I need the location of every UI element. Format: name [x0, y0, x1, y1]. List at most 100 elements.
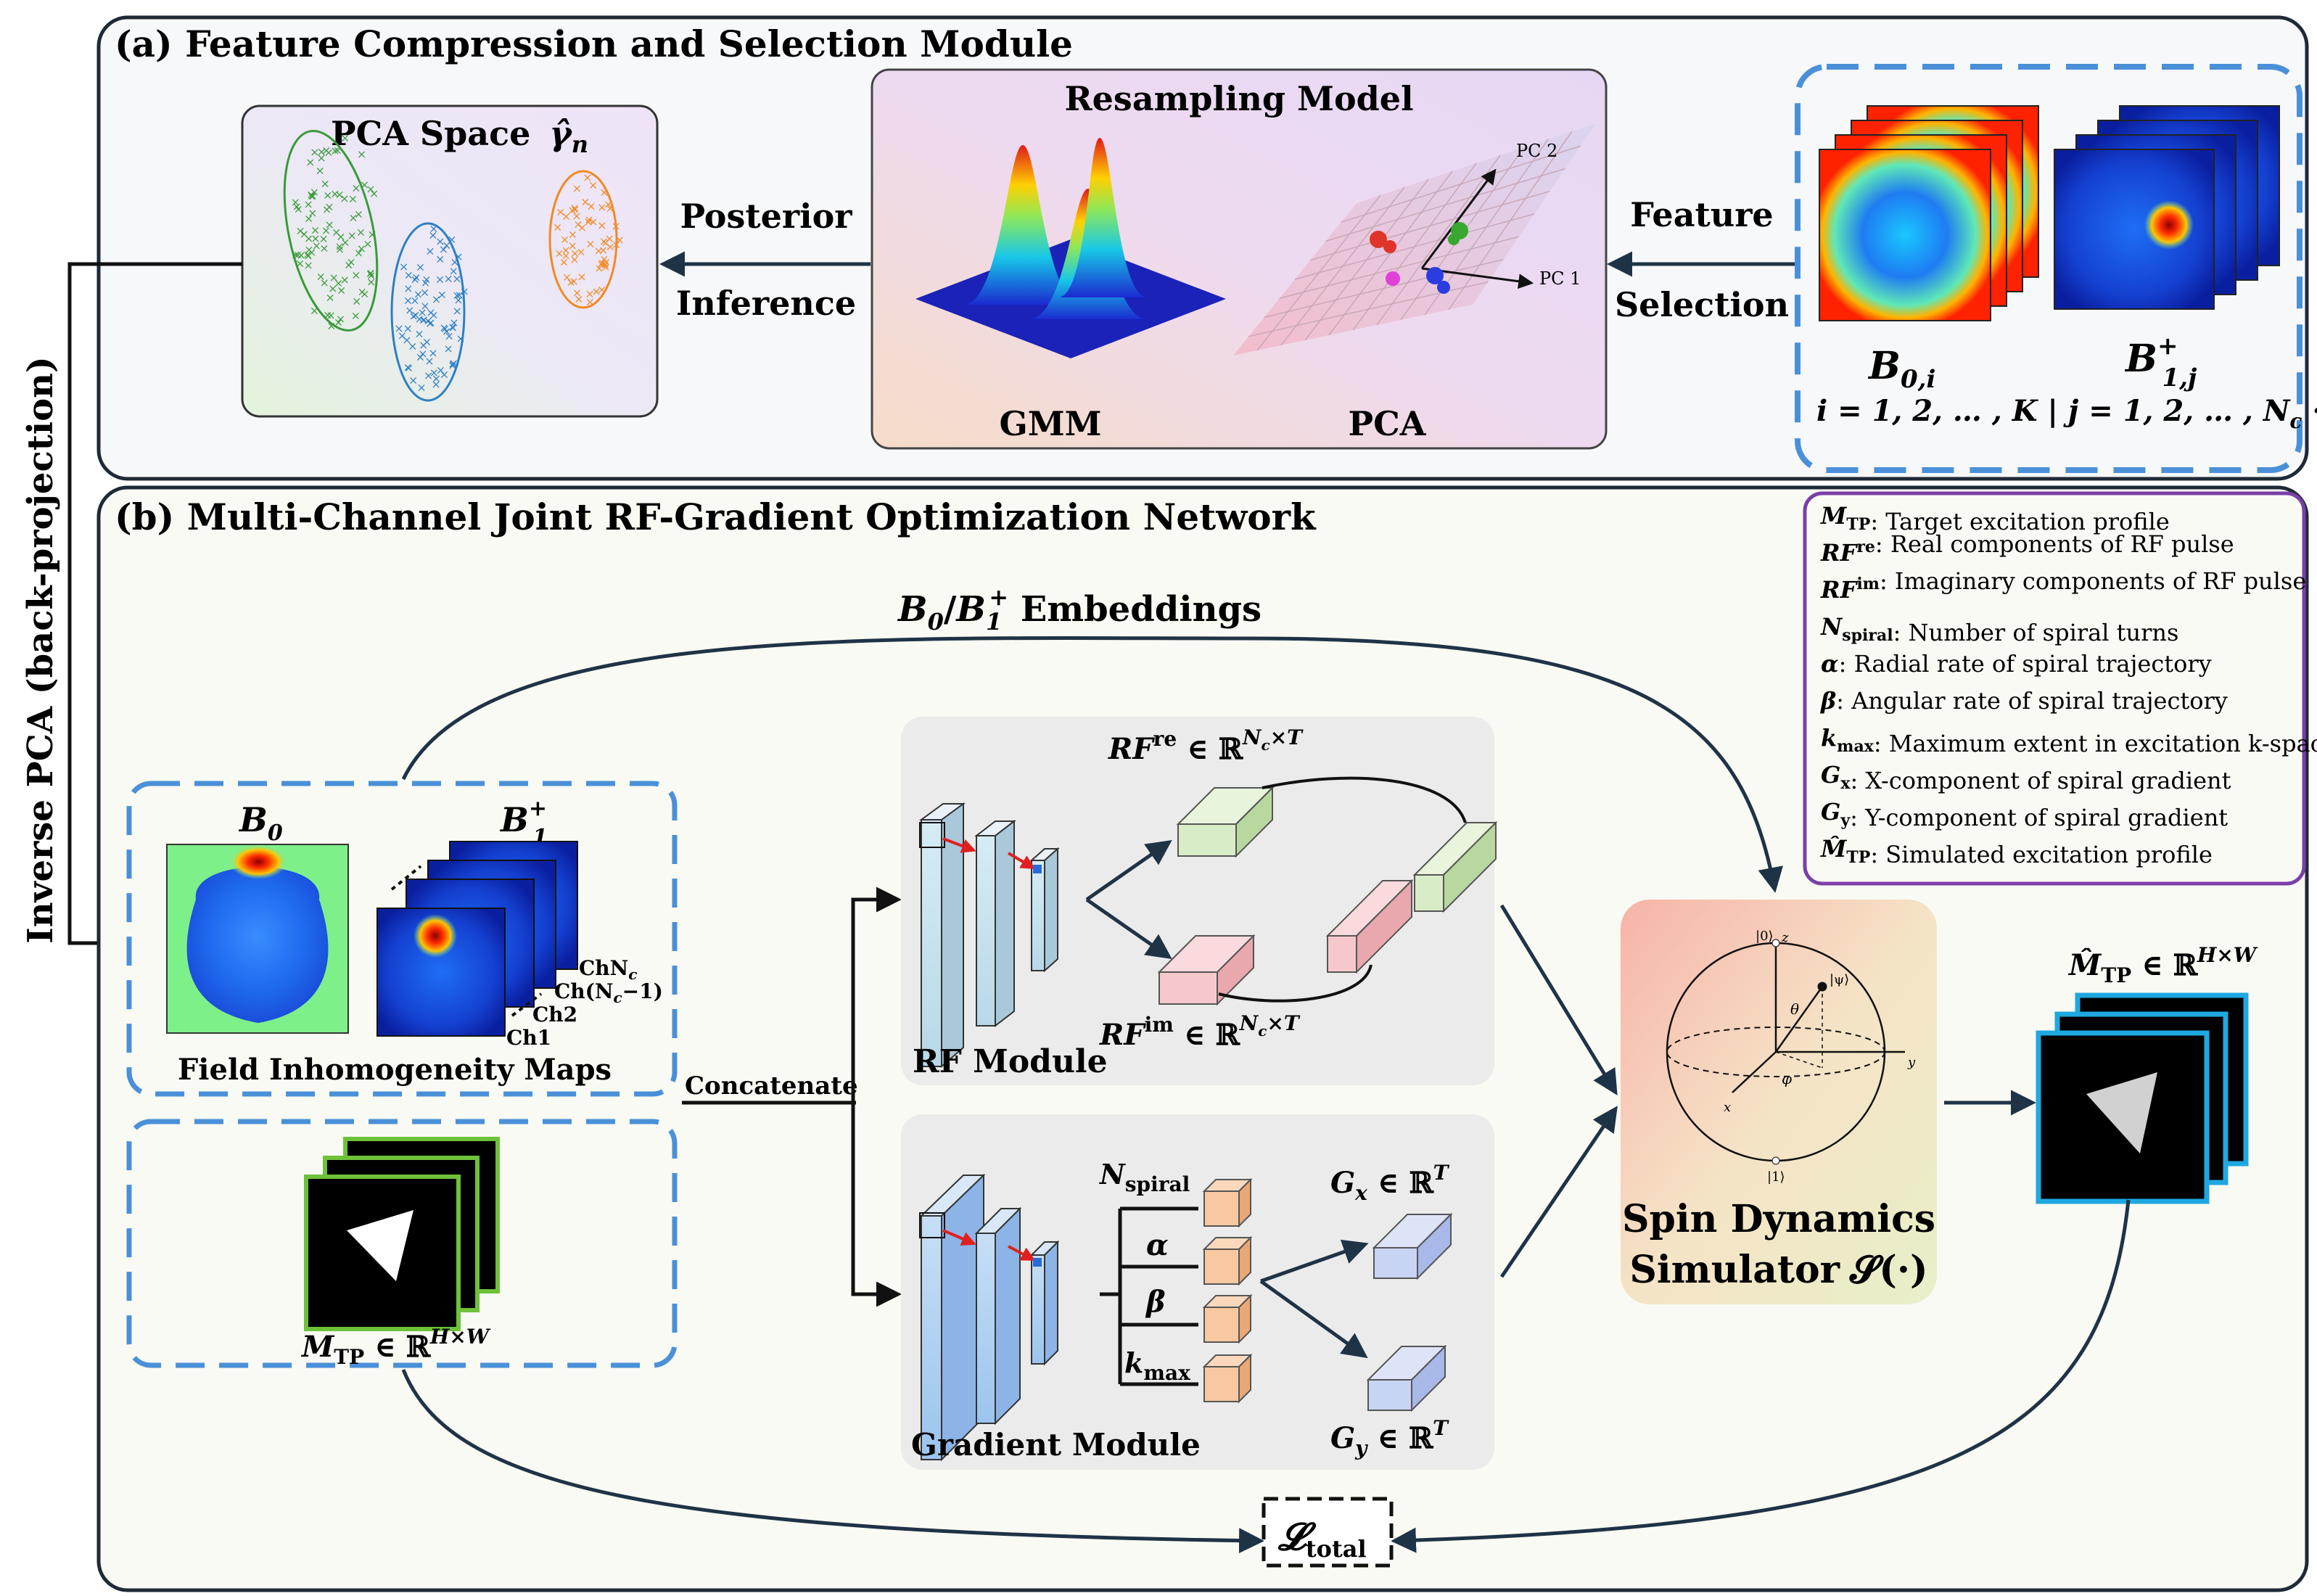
scatter-point: ×	[573, 218, 583, 231]
scatter-point: ×	[344, 258, 353, 272]
scatter-point: ×	[594, 244, 604, 258]
scatter-point: ×	[442, 324, 451, 338]
scatter-point: ×	[598, 243, 608, 257]
rf-im-dim-c: c	[1258, 1022, 1267, 1040]
scatter-point: ×	[586, 199, 596, 213]
scatter-point: ×	[432, 371, 441, 385]
scatter-point: ×	[416, 350, 425, 363]
svg-text:B0/B1+ Embeddings: B0/B1+ Embeddings	[897, 583, 1262, 635]
scatter-point: ×	[300, 227, 309, 241]
scatter-point: ×	[601, 236, 610, 250]
scatter-point: ×	[435, 252, 445, 266]
field-b1: B	[499, 800, 529, 839]
alpha-label: α	[1146, 1228, 1169, 1262]
emb-b1: B	[955, 589, 986, 630]
scatter-point: ×	[310, 223, 320, 237]
scatter-point: ×	[334, 276, 343, 289]
selection-label: Selection	[1615, 285, 1789, 324]
scatter-point: ×	[316, 163, 325, 177]
grad-param-branches	[1120, 1177, 1253, 1404]
scatter-point: ×	[348, 211, 358, 225]
scatter-point: ×	[403, 281, 413, 295]
scatter-point: ×	[322, 202, 332, 216]
scatter-point: ×	[562, 271, 572, 284]
svg-text:ChNc: ChNc	[579, 956, 637, 983]
loss-box	[1262, 1497, 1394, 1568]
scatter-point: ×	[403, 360, 413, 374]
legend-row: Nspiral: Number of spiral turns	[1820, 613, 2178, 646]
gy-symbol: G	[1330, 1421, 1355, 1455]
scatter-point: ×	[597, 256, 606, 270]
rf-im-sup: im	[1145, 1013, 1174, 1037]
scatter-point: ×	[600, 257, 609, 271]
scatter-point: ×	[366, 182, 375, 196]
mtp-symbol: M	[300, 1330, 335, 1364]
scatter-point: ×	[336, 312, 345, 326]
resampling-model-box: Resampling Model GMM PC 2 PC 1 PCA	[871, 68, 1608, 450]
rf-re-vector-right	[1412, 820, 1498, 913]
scatter-point: ×	[291, 248, 300, 262]
scatter-point: ×	[449, 356, 458, 370]
cluster-blue-points: ××××××××××××××××××××××××××××××××××××××××…	[394, 222, 469, 395]
scatter-point: ×	[605, 201, 614, 215]
scatter-point: ×	[448, 321, 458, 334]
scatter-point: ×	[576, 245, 585, 259]
b1-map-stack	[2054, 105, 2280, 310]
scatter-point: ×	[310, 231, 320, 245]
scatter-point: ×	[460, 284, 469, 298]
scatter-point: ×	[304, 212, 313, 226]
scatter-point: ×	[572, 181, 582, 195]
scatter-point: ×	[601, 258, 610, 272]
scatter-point: ×	[569, 274, 578, 288]
mhat-space: ∈ ℝ	[2131, 948, 2198, 982]
scatter-point: ×	[411, 308, 420, 322]
scatter-point: ×	[337, 283, 346, 297]
scatter-point: ×	[402, 333, 411, 347]
scatter-point: ×	[454, 288, 464, 302]
scatter-point: ×	[584, 215, 593, 229]
scatter-point: ×	[324, 146, 333, 160]
index-text: i = 1, 2, … , K | j = 1, 2, … , N	[1816, 394, 2291, 428]
scatter-point: ×	[423, 313, 432, 327]
legend-row: β: Angular rate of spiral trajectory	[1820, 687, 2228, 715]
scatter-point: ×	[294, 202, 303, 215]
rf-re-sup: re	[1153, 727, 1177, 751]
scatter-point: ×	[330, 187, 339, 201]
mhat-symbol: M̂	[2067, 948, 2102, 982]
scatter-point: ×	[453, 293, 463, 307]
scatter-point: ×	[291, 195, 300, 209]
scatter-point: ×	[410, 294, 419, 308]
posterior-label: Posterior	[680, 197, 852, 236]
svg-text:RFre ∈ ℝNc×T: RFre ∈ ℝNc×T	[1108, 725, 1304, 766]
scatter-point: ×	[403, 321, 413, 335]
simulator-symbol: 𝓢(·)	[1849, 1248, 1928, 1292]
simulator-line2: Simulator	[1629, 1248, 1840, 1292]
scatter-point: ×	[354, 207, 363, 221]
scatter-point: ×	[591, 284, 601, 298]
cluster-green-ellipse	[283, 130, 379, 332]
pc1-label: PC 1	[1539, 268, 1581, 289]
z-axis-label: z	[1781, 930, 1789, 945]
scatter-point: ×	[556, 205, 565, 218]
scatter-point: ×	[416, 381, 426, 395]
rf-to-sim-arrow	[1499, 904, 1618, 1095]
scatter-point: ×	[585, 295, 595, 309]
concat-to-rf-arrow	[851, 887, 902, 1103]
param-cube	[1202, 1293, 1253, 1344]
scatter-point: ×	[561, 248, 570, 262]
scatter-point: ×	[303, 247, 312, 261]
legend-row: Gx: X-component of spiral gradient	[1821, 761, 2231, 794]
scatter-point: ×	[456, 332, 465, 345]
scatter-point: ×	[335, 239, 345, 253]
b1j-sup: +	[2157, 332, 2178, 361]
spin-simulator-box: |0⟩ |1⟩ |ψ⟩ θ φ z y x Spin Dynamics Simu…	[1621, 900, 1937, 1304]
scatter-point: ×	[572, 209, 581, 223]
ch2-label: Ch2	[532, 1003, 577, 1027]
scatter-point: ×	[303, 258, 313, 272]
scatter-point: ×	[428, 229, 437, 242]
scatter-point: ×	[333, 143, 342, 157]
scatter-point: ×	[452, 289, 461, 303]
field-b0-sub: 0	[268, 820, 283, 846]
scatter-point: ×	[351, 181, 361, 194]
scatter-point: ×	[428, 346, 437, 360]
